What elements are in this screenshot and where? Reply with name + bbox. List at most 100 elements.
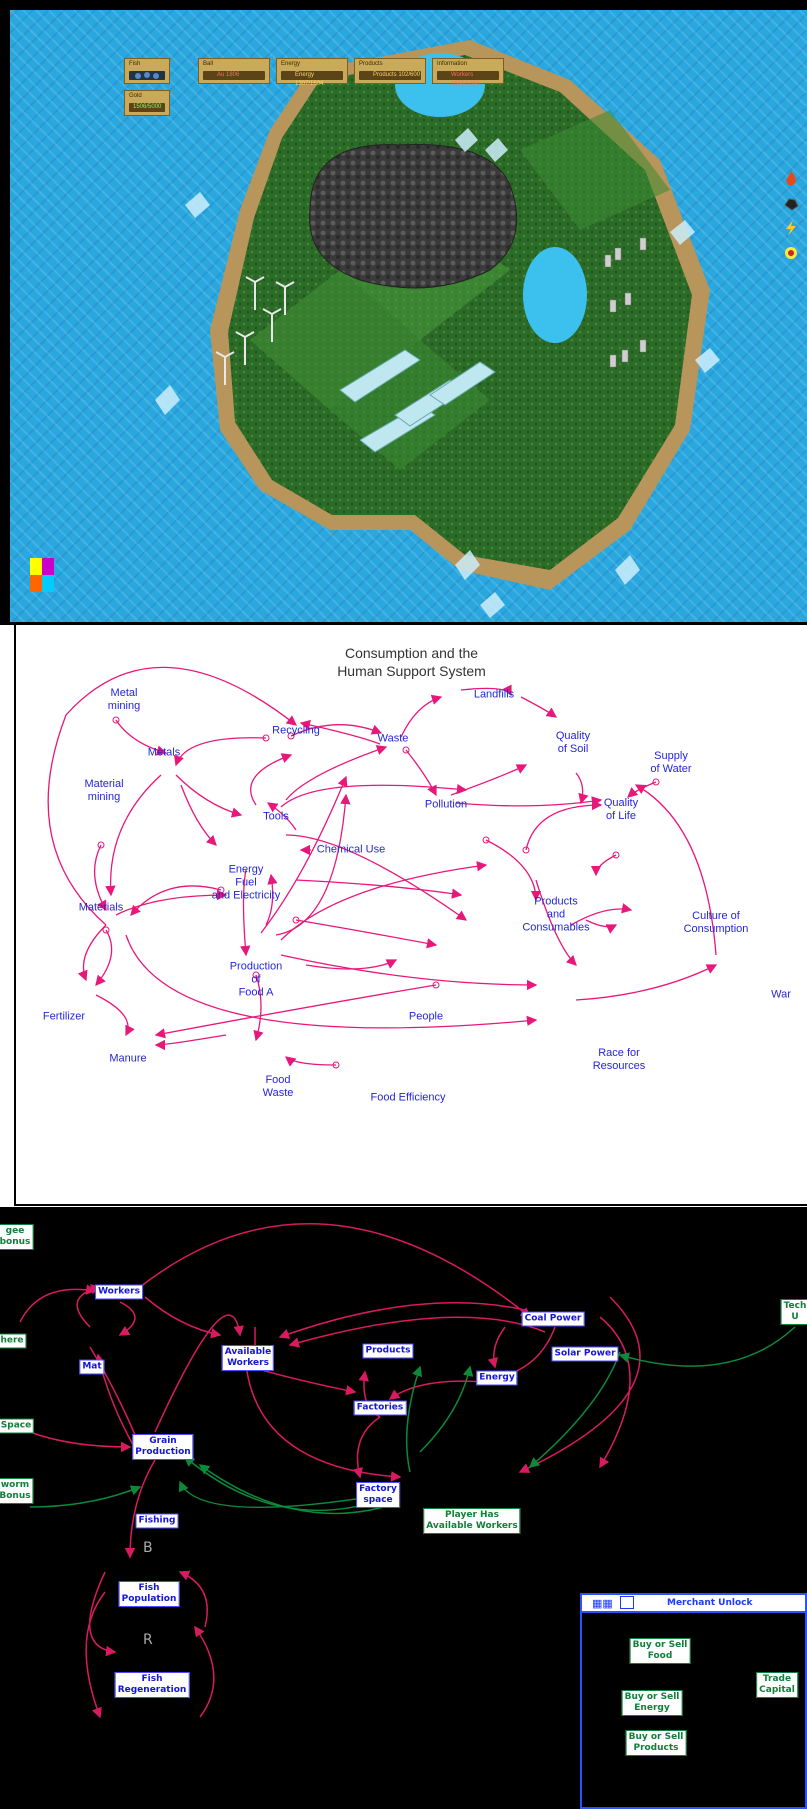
game-viewport[interactable]: Fish Gold 1506/5000 Ball Au 1806 Energy … (10, 10, 807, 622)
box-space[interactable]: Space (0, 1418, 35, 1434)
houses (604, 237, 647, 368)
hud-label: Gold (129, 93, 142, 99)
box-label: gee bonus (0, 1226, 31, 1247)
box-label: Space (0, 1420, 32, 1431)
hud-gold[interactable]: Gold 1506/5000 (124, 90, 170, 116)
rocky-mountain (309, 144, 518, 289)
box-fish-population[interactable]: Fish Population (118, 1581, 180, 1607)
box-player-has-workers[interactable]: Player Has Available Workers (423, 1508, 521, 1534)
box-label: Grain Production (135, 1436, 191, 1457)
island-scene[interactable] (10, 10, 807, 622)
box-gee-bonus[interactable]: gee bonus (0, 1224, 34, 1250)
box-label: Buy or Sell Energy (624, 1692, 680, 1713)
hud-ball[interactable]: Ball Au 1806 (198, 58, 270, 84)
box-buy-sell-products[interactable]: Buy or Sell Products (625, 1730, 687, 1756)
hud-energy[interactable]: Energy Energy 1307/1604 (276, 58, 348, 87)
hud-value: 1506/5000 (129, 103, 165, 112)
box-worm-bonus[interactable]: worm Bonus (0, 1478, 34, 1504)
node-label: Fertilizer (42, 1010, 86, 1023)
box-mat[interactable]: Mat (79, 1359, 105, 1375)
balancing-loop-label: B (143, 1540, 153, 1556)
hud-fish[interactable]: Fish (124, 58, 170, 84)
box-factory-space[interactable]: Factory space (356, 1482, 400, 1508)
frame-icon[interactable] (620, 1596, 634, 1609)
node-culture[interactable]: Culture of Consumption (684, 910, 749, 936)
box-factories[interactable]: Factories (353, 1400, 407, 1416)
fire-icon[interactable] (783, 170, 799, 186)
box-label: Player Has Available Workers (426, 1510, 518, 1531)
node-label: Landfills (473, 688, 515, 701)
box-label: Products (365, 1345, 411, 1356)
node-food-waste[interactable]: Food Waste (263, 1074, 294, 1100)
node-people[interactable]: People (409, 1011, 443, 1024)
node-energy[interactable]: Energy Fuel and Electricity (212, 864, 280, 903)
node-label: Chemical Use (316, 843, 386, 856)
box-products[interactable]: Products (362, 1343, 414, 1359)
box-buy-sell-food[interactable]: Buy or Sell Food (629, 1638, 691, 1664)
box-label: Trade Capital (759, 1674, 795, 1695)
hud-information[interactable]: Information Workers 1600/1000 (432, 58, 504, 87)
node-food-efficiency[interactable]: Food Efficiency (370, 1092, 445, 1105)
hud-products[interactable]: Products Products 102/600 (354, 58, 426, 84)
merchant-module (580, 1593, 807, 1809)
box-fishing[interactable]: Fishing (135, 1513, 179, 1529)
node-supply-of-water[interactable]: Supply of Water (650, 750, 691, 776)
flower-icon[interactable] (783, 245, 799, 261)
coal-icon[interactable] (783, 195, 799, 211)
node-label: Pollution (424, 798, 468, 811)
box-fish-regeneration[interactable]: Fish Regeneration (114, 1672, 190, 1698)
node-landfills[interactable]: Landfills (474, 689, 514, 702)
node-chemical-use[interactable]: Chemical Use (317, 844, 385, 857)
box-label: worm Bonus (0, 1480, 31, 1501)
box-buy-sell-energy[interactable]: Buy or Sell Energy (621, 1690, 683, 1716)
node-quality-of-soil[interactable]: Quality of Soil (556, 730, 590, 756)
node-label: People (408, 1010, 444, 1023)
box-coal-power[interactable]: Coal Power (521, 1311, 585, 1327)
node-label: Metals (147, 746, 181, 759)
merchant-title-bar[interactable]: ▦▦ Merchant Unlock (580, 1593, 807, 1613)
factory-buildings (339, 349, 496, 453)
box-solar-power[interactable]: Solar Power (551, 1346, 619, 1362)
node-metal-mining[interactable]: Metal mining (108, 687, 140, 713)
fish-icon (129, 71, 165, 80)
node-label: War (771, 988, 791, 1001)
node-tools[interactable]: Tools (263, 811, 289, 824)
node-manure[interactable]: Manure (109, 1053, 146, 1066)
box-label: Solar Power (554, 1348, 616, 1359)
hud-value: Energy 1307/1604 (281, 71, 343, 87)
node-label: Quality of Soil (555, 730, 591, 755)
diagram-title: Consumption and the (344, 645, 479, 661)
box-available-workers[interactable]: Available Workers (221, 1345, 275, 1371)
node-label: Manure (109, 1052, 147, 1065)
node-material-mining[interactable]: Material mining (84, 778, 123, 804)
node-recycling[interactable]: Recycling (272, 725, 320, 738)
box-trade-capital[interactable]: Trade Capital (756, 1672, 798, 1698)
box-grain-production[interactable]: Grain Production (132, 1434, 194, 1460)
node-war[interactable]: War (771, 989, 791, 1002)
box-here[interactable]: here (0, 1333, 27, 1349)
box-label: Factories (356, 1402, 404, 1413)
node-race[interactable]: Race for Resources (593, 1047, 646, 1073)
node-fertilizer[interactable]: Fertilizer (43, 1011, 85, 1024)
lightning-icon[interactable] (783, 220, 799, 236)
node-products[interactable]: Products and Consumables (522, 896, 589, 935)
node-waste[interactable]: Waste (378, 733, 409, 746)
box-label: Factory space (359, 1484, 397, 1505)
node-production[interactable]: Production of Food A (230, 961, 283, 1000)
node-quality-of-life[interactable]: Quality of Life (604, 797, 638, 823)
module-icon[interactable]: ▦▦ (592, 1598, 613, 1610)
box-workers[interactable]: Workers (95, 1284, 143, 1300)
box-label: Energy (479, 1372, 515, 1383)
box-label: Available Workers (224, 1347, 272, 1368)
node-materials[interactable]: Materials (79, 902, 124, 915)
box-energy[interactable]: Energy (476, 1370, 518, 1386)
box-label: Fishing (138, 1515, 176, 1526)
box-tech-u[interactable]: Tech U (780, 1299, 807, 1325)
box-label: here (0, 1335, 24, 1346)
box-label: Buy or Sell Food (632, 1640, 688, 1661)
node-label: Products and Consumables (522, 895, 590, 934)
node-metals[interactable]: Metals (148, 747, 180, 760)
node-pollution[interactable]: Pollution (425, 799, 467, 812)
node-label: Recycling (272, 724, 320, 737)
hud-value: Workers 1600/1000 (437, 71, 499, 87)
